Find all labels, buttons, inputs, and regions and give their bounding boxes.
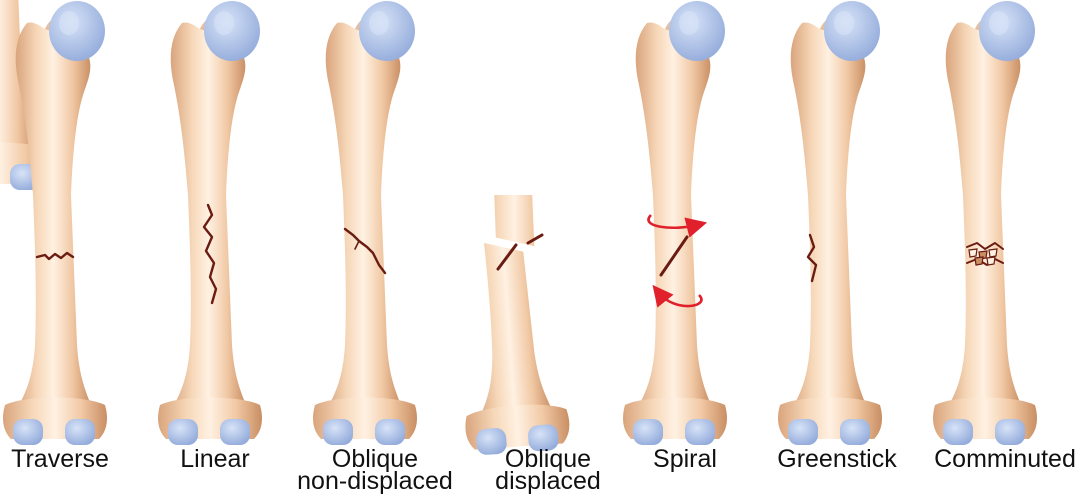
label-traverse: Traverse [0, 448, 120, 470]
label-comminuted: Comminuted [922, 448, 1088, 470]
femur-bone [313, 1, 417, 445]
bone-oblique-displaced [436, 0, 571, 456]
bone-comminuted [933, 1, 1037, 445]
bone-traverse [3, 1, 107, 445]
label-greenstick-line1: Greenstick [762, 448, 912, 470]
femur-bone [623, 1, 727, 445]
label-spiral: Spiral [625, 448, 745, 470]
bone-fragment [989, 249, 997, 257]
bone-linear [158, 1, 262, 445]
label-traverse-line1: Traverse [0, 448, 120, 470]
bone-fragment [975, 257, 983, 265]
label-oblique-displaced: Oblique displaced [478, 448, 618, 492]
label-greenstick: Greenstick [762, 448, 912, 470]
femur-bone [3, 1, 107, 445]
bone-fragment [987, 257, 995, 265]
bone-spiral [623, 1, 727, 445]
bone-oblique-nondisplaced [313, 1, 417, 445]
label-linear-line1: Linear [155, 448, 275, 470]
label-spiral-line1: Spiral [625, 448, 745, 470]
bone-fragment [969, 249, 977, 257]
label-linear: Linear [155, 448, 275, 470]
label-oblique-nondisplaced: Oblique non-displaced [275, 448, 475, 492]
label-comminuted-line1: Comminuted [922, 448, 1088, 470]
label-oblique-displaced-line2: displaced [478, 470, 618, 492]
femur-bone [778, 1, 882, 445]
bone-greenstick [778, 1, 882, 445]
femur-bone [158, 1, 262, 445]
label-oblique-nondisplaced-line2: non-displaced [275, 470, 475, 492]
femur-bone [933, 1, 1037, 445]
